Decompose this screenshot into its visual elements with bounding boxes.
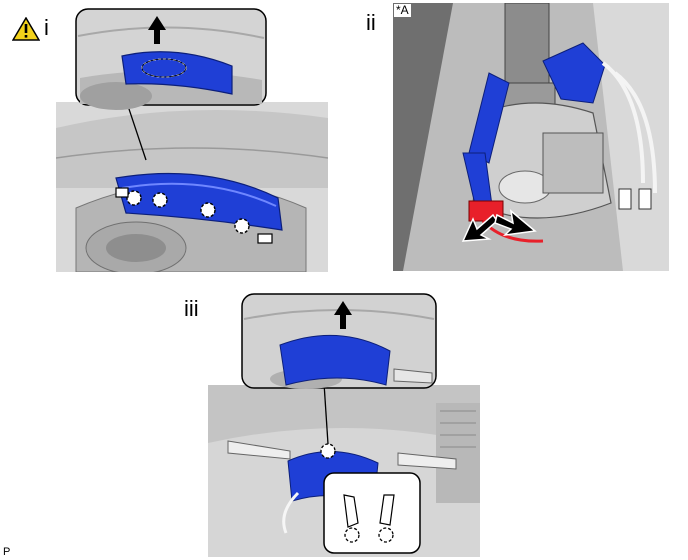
warning-triangle-icon [12, 17, 40, 41]
step-label-i: i [44, 15, 49, 40]
panel-i-illustration [56, 8, 328, 272]
step-label-iii: iii [184, 296, 199, 321]
panel-ii-illustration [393, 3, 669, 271]
figure-code: P [3, 546, 11, 558]
panel-iii-illustration [208, 293, 480, 557]
callout-a-label: *A [394, 3, 411, 17]
step-label-ii: ii [366, 10, 376, 35]
